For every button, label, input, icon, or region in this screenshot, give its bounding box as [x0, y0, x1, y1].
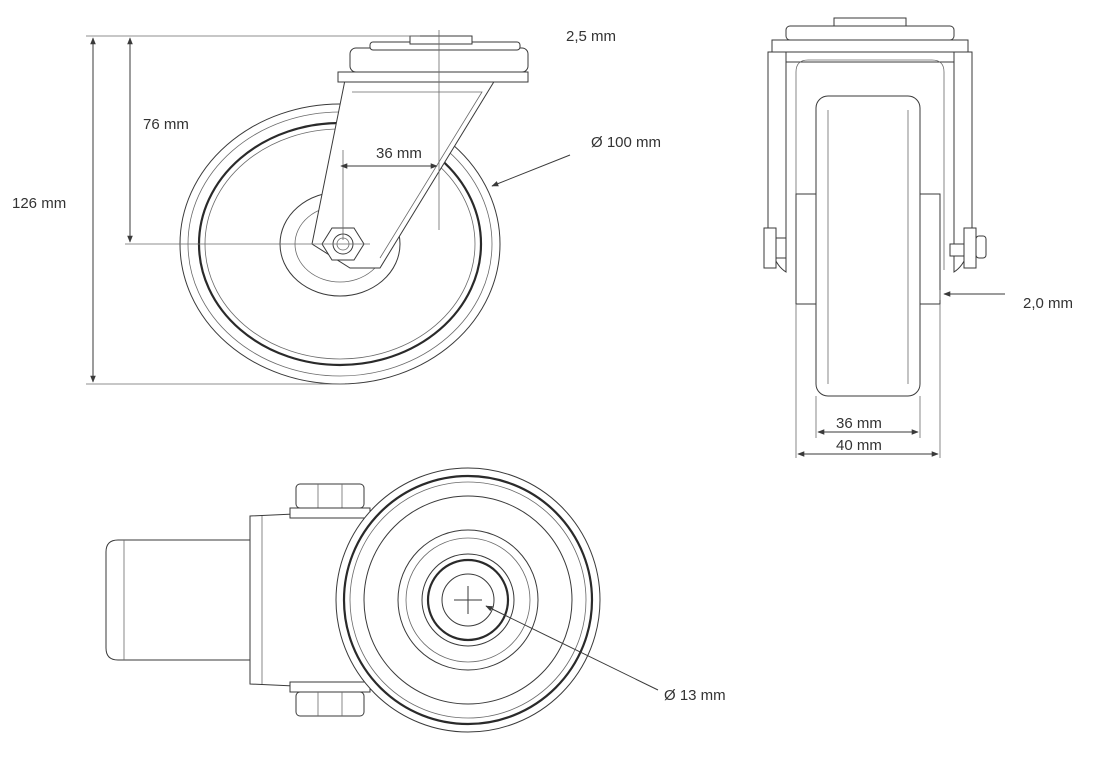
- front-view-hub-left: [795, 193, 817, 305]
- bottom-view-wheel: [335, 467, 601, 733]
- front-view-wheel: [815, 95, 921, 397]
- side-gap-dimension: [939, 290, 1005, 300]
- plate-thickness-label: 2,5 mm: [566, 28, 616, 45]
- tread-width-dimension: [815, 396, 921, 438]
- overall-height-dimension: [86, 35, 420, 385]
- front-view: 2,0 mm 36 mm 40 mm: [763, 17, 1073, 458]
- offset-label: 36 mm: [376, 145, 422, 162]
- bottom-view-bolt-top: [289, 483, 371, 519]
- front-view-hub-right: [919, 193, 941, 305]
- wheel-diameter-leader: [491, 154, 571, 187]
- bottom-view: Ø 13 mm: [105, 467, 726, 733]
- side-view-fork: [311, 35, 529, 269]
- wheel-diameter-label: Ø 100 mm: [591, 134, 661, 151]
- offset-dimension: [340, 150, 438, 240]
- bore-diameter-label: Ø 13 mm: [664, 687, 726, 704]
- overall-height-label: 126 mm: [12, 195, 66, 212]
- wheel-width-dimension: [795, 304, 941, 458]
- wheel-width-label: 40 mm: [836, 437, 882, 454]
- bottom-view-bolt-bottom: [289, 681, 371, 717]
- tread-width-label: 36 mm: [836, 415, 882, 432]
- front-view-axle-bolt: [763, 227, 987, 269]
- front-view-top-plate: [771, 17, 969, 53]
- side-gap-label: 2,0 mm: [1023, 295, 1073, 312]
- axle-height-label: 76 mm: [143, 116, 189, 133]
- bore-diameter-leader: [485, 605, 659, 691]
- side-view: 126 mm 76 mm 2,5 mm 36 mm Ø 100 mm: [12, 28, 661, 385]
